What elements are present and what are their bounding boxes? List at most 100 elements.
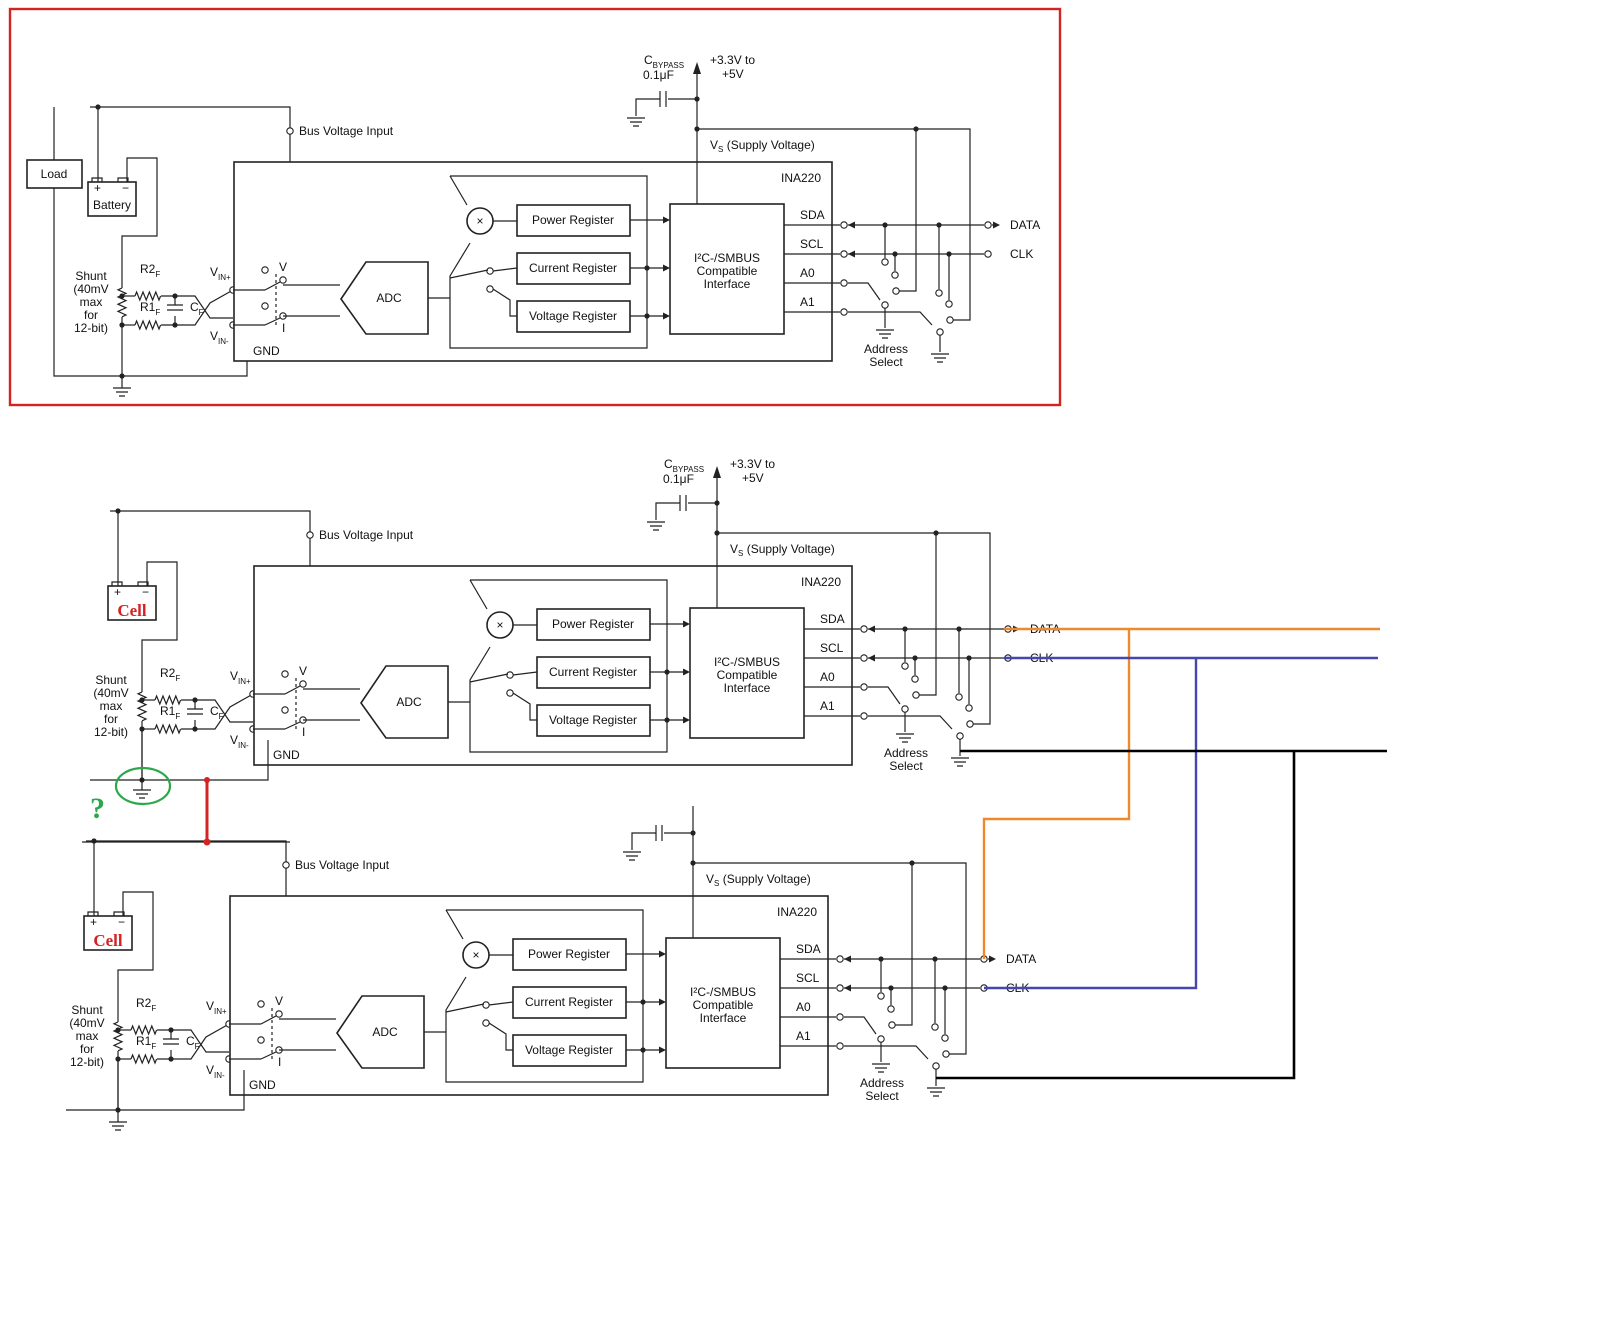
current-register [536, 656, 651, 689]
switch-v-contact [261, 266, 269, 274]
i2c-label-1: I²C-/SMBUS [690, 985, 756, 999]
arrow-left-icon [844, 955, 851, 963]
arrow-right-icon [683, 620, 690, 628]
junction-dot [690, 830, 696, 836]
shunt-label-3: max [80, 295, 103, 309]
switch-i-label: I [278, 1055, 281, 1069]
a0-pin-label: A0 [820, 670, 835, 684]
i2c-interface-block [689, 607, 805, 739]
arrow-right-icon [663, 264, 670, 272]
gnd-label: GND [249, 1078, 276, 1092]
chip-name-label: INA220 [801, 575, 841, 589]
r1-filter-resistor [134, 319, 162, 331]
gnd-bus-link [936, 751, 1296, 1080]
wire [868, 686, 901, 705]
current-register-label: Current Register [529, 261, 617, 275]
ground-symbol-icon [109, 1121, 127, 1131]
supply-label-1: +3.3V to [730, 457, 775, 471]
supply-arrow-icon [713, 466, 721, 478]
voltage-register-label: Voltage Register [525, 1043, 613, 1057]
i2c-label-1: I²C-/SMBUS [714, 655, 780, 669]
arrow-right-icon [683, 716, 690, 724]
wire [284, 685, 301, 695]
load-box [26, 159, 83, 189]
upper-ground-bus [90, 740, 269, 781]
a0-scl-contact [911, 675, 919, 683]
i2c-interface-block [665, 937, 781, 1069]
junction-dot [714, 530, 720, 536]
a1-pin-label: A1 [796, 1029, 811, 1043]
wire [631, 832, 656, 850]
vin-minus-label: VIN- [206, 1063, 225, 1080]
wire [264, 317, 281, 326]
clk-terminal [984, 250, 992, 258]
battery-plus-label: + [94, 181, 101, 195]
bus-voltage-input-label: Bus Voltage Input [299, 124, 394, 138]
a1-gnd-contact [936, 328, 944, 336]
c-bypass-value: 0.1μF [643, 68, 674, 82]
i2c-label-3: Interface [700, 1011, 747, 1025]
switch-v-throw [299, 680, 307, 688]
wire [445, 909, 464, 940]
power-register [536, 608, 651, 641]
arrow-right-icon [659, 950, 666, 958]
shunt-label-2: (40mV [93, 686, 128, 700]
circuit-original: Bus Voltage InputLoad+−BatteryShunt(40mV… [26, 53, 1040, 397]
data-label: DATA [1006, 952, 1036, 966]
address-select-label-1: Address [884, 746, 928, 760]
a0-gnd-contact [881, 301, 889, 309]
i2c-label-3: Interface [724, 681, 771, 695]
address-select-label-2: Select [889, 759, 923, 773]
junction-dot [168, 1027, 174, 1033]
vin-plus-label: VIN+ [230, 669, 251, 686]
datasheet-frame [8, 7, 1062, 407]
vs-supply-label: VS (Supply Voltage) [710, 138, 815, 154]
junction-dot [640, 1047, 646, 1053]
a0-sda-contact [881, 258, 889, 266]
ground-symbol-icon [623, 851, 641, 861]
i2c-label-2: Compatible [717, 668, 778, 682]
a0-gnd-contact [901, 705, 909, 713]
wire [448, 672, 668, 753]
switch-v-contact [281, 670, 289, 678]
wire [284, 721, 301, 730]
chip-name-label: INA220 [781, 171, 821, 185]
switch-i-contact [281, 706, 289, 714]
chip-name-label: INA220 [777, 905, 817, 919]
address-select-label-2: Select [865, 1089, 899, 1103]
battery-plus-label: + [114, 585, 121, 599]
switch-i-label: I [282, 321, 285, 335]
wire [512, 692, 537, 721]
a0-sda-contact [901, 662, 909, 670]
arrow-left-icon [848, 221, 855, 229]
junction-dot [714, 500, 720, 506]
a1-gnd-contact [932, 1062, 940, 1070]
sda-pin-label: SDA [820, 612, 845, 626]
load-label: Load [41, 167, 68, 181]
junction-dot [664, 717, 670, 723]
c-bypass-label: CBYPASS [664, 457, 704, 474]
a0-vs-contact [888, 1021, 896, 1029]
wire [469, 579, 488, 610]
circuit-upper-cell: Bus Voltage Input+−CellShunt(40mVmaxfor1… [93, 457, 1060, 780]
shunt-label-3: max [100, 699, 123, 713]
a1-scl-contact [945, 300, 953, 308]
bypass-capacitor [655, 825, 663, 841]
wire [635, 98, 660, 116]
mux-pin-2 [486, 285, 494, 293]
switch-i-contact [257, 1036, 265, 1044]
vin-plus-label: VIN+ [210, 265, 231, 282]
battery-minus-label: − [118, 915, 125, 929]
bus-voltage-input-label: Bus Voltage Input [295, 858, 390, 872]
a1-pin [840, 308, 848, 316]
vin-minus-label: VIN- [230, 733, 249, 750]
battery-terminals [87, 911, 125, 916]
lower-ground-bus [66, 1070, 245, 1111]
ground-symbol-icon [133, 789, 151, 799]
wire [445, 976, 467, 1032]
wire [492, 267, 518, 272]
ground-symbol-icon [951, 757, 969, 767]
battery-minus-label: − [142, 585, 149, 599]
wire [157, 1023, 230, 1060]
shunt-label-5: 12-bit) [74, 321, 108, 335]
